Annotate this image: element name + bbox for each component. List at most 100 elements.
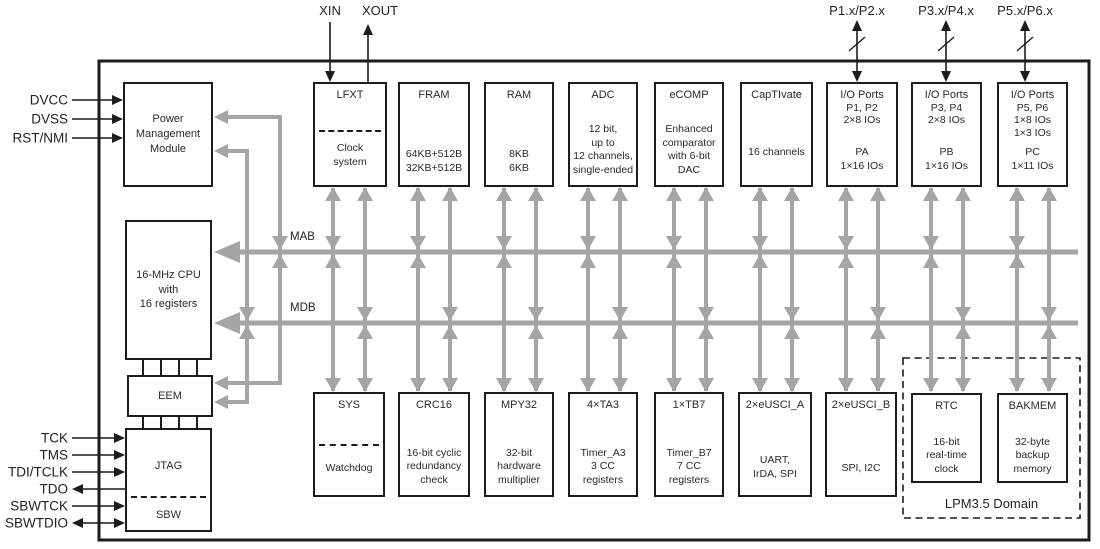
cpu-eem-ties xyxy=(142,360,198,429)
block-timer-b7: 1×TB7 Timer_B7 7 CC registers xyxy=(654,392,724,497)
block-power-management: Power Management Module xyxy=(123,82,213,187)
sbw-label: SBW xyxy=(155,509,182,521)
pin-label-dvss: DVSS xyxy=(31,111,68,127)
pin-label-p5p6: P5.x/P6.x xyxy=(997,3,1053,18)
xin-arrow xyxy=(325,22,335,82)
block-body: Timer_A3 3 CC registers xyxy=(580,446,626,486)
port-p1p2-arrow xyxy=(848,20,866,82)
dashed-divider xyxy=(319,130,381,132)
pin-label-tck: TCK xyxy=(41,430,68,446)
block-eusci-a: 2×eUSCI_A UART, IrDA, SPI xyxy=(738,392,812,497)
block-jtag-sbw: JTAG SBW xyxy=(125,428,212,532)
pin-label-p3p4: P3.x/P4.x xyxy=(918,3,974,18)
block-title: 2×eUSCI_A xyxy=(745,399,805,411)
pin-wiring xyxy=(72,20,1034,528)
to-eem-arrow xyxy=(214,376,228,390)
block-title: I/O Ports xyxy=(840,89,884,101)
mab-bus xyxy=(214,241,1078,263)
block-title: 16-MHz CPU with 16 registers xyxy=(136,268,201,311)
block-title: CRC16 xyxy=(415,399,453,411)
port-p3p4-arrow xyxy=(937,20,955,82)
pin-label-tms: TMS xyxy=(39,447,69,463)
block-ram: RAM 8KB 6KB xyxy=(484,82,554,187)
block-body: 16-bit real-time clock xyxy=(926,435,967,475)
block-captivate: CapTIvate 16 channels xyxy=(740,82,813,187)
block-mpy32: MPY32 32-bit hardware multiplier xyxy=(484,392,554,497)
to-pmm-arrow xyxy=(214,144,228,158)
block-timer-a3: 4×TA3 Timer_A3 3 CC registers xyxy=(568,392,638,497)
block-body: Timer_B7 7 CC registers xyxy=(666,446,712,486)
block-bakmem: BAKMEM 32-byte backup memory xyxy=(997,393,1068,483)
block-io-ports-p3p4: I/O Ports P3, P4 2×8 IOs PB 1×16 IOs xyxy=(911,82,982,187)
block-eem: EEM xyxy=(127,375,213,417)
block-fram: FRAM 64KB+512B 32KB+512B xyxy=(398,82,470,187)
block-body: PB 1×16 IOs xyxy=(925,146,968,172)
block-title: RAM xyxy=(506,89,532,101)
block-body: 16 channels xyxy=(748,145,805,158)
pin-label-tditclk: TDI/TCLK xyxy=(7,464,68,480)
pin-label-xout: XOUT xyxy=(361,3,399,18)
jtag-label: JTAG xyxy=(154,460,183,472)
block-body: Enhanced comparator with 6-bit DAC xyxy=(662,123,716,176)
block-body: 64KB+512B 32KB+512B xyxy=(405,148,463,174)
power-pin-arrows xyxy=(72,95,123,143)
pin-label-tdo: TDO xyxy=(39,481,69,497)
block-body: 16-bit cyclic redundancy check xyxy=(406,446,462,486)
block-body: 32-bit hardware multiplier xyxy=(497,446,541,486)
block-title: Power Management Module xyxy=(135,113,201,155)
block-io-ports-p1p2: I/O Ports P1, P2 2×8 IOs PA 1×16 IOs xyxy=(826,82,898,187)
to-pmm-arrow xyxy=(214,110,228,124)
block-crc16: CRC16 16-bit cyclic redundancy check xyxy=(398,392,470,497)
pin-label-p1p2: P1.x/P2.x xyxy=(829,3,885,18)
pin-label-rstnmi: RST/NMI xyxy=(12,130,69,146)
mab-bus-label: MAB xyxy=(290,231,315,243)
block-rtc: RTC 16-bit real-time clock xyxy=(911,393,982,483)
block-body: 12 bit, up to 12 channels, single-ended xyxy=(572,123,634,176)
block-body: PC 1×11 IOs xyxy=(1011,146,1054,172)
block-title: FRAM xyxy=(418,89,450,101)
pin-label-sbwtdio: SBWTDIO xyxy=(5,515,68,531)
pmm-eem-routing xyxy=(214,110,288,409)
block-body: Clock system xyxy=(333,142,367,168)
block-sys: SYS Watchdog xyxy=(313,392,385,497)
xout-arrow xyxy=(363,24,373,82)
block-title: SYS xyxy=(337,399,360,411)
mdb-to-cpu-arrow xyxy=(214,312,240,334)
block-adc: ADC 12 bit, up to 12 channels, single-en… xyxy=(568,82,638,187)
debug-pin-arrows xyxy=(72,433,125,528)
block-body: SPI, I2C xyxy=(841,461,881,474)
block-body: 32-byte backup memory xyxy=(1013,435,1052,475)
block-title: 2×eUSCI_B xyxy=(831,399,891,411)
block-eusci-b: 2×eUSCI_B SPI, I2C xyxy=(825,392,897,497)
block-body: UART, IrDA, SPI xyxy=(753,454,797,480)
lpm35-domain-outline xyxy=(902,357,1081,519)
port-p5p6-arrow xyxy=(1016,20,1034,82)
block-title: CapTIvate xyxy=(751,89,802,101)
block-body: 8KB 6KB xyxy=(509,148,529,174)
mab-to-cpu-arrow xyxy=(214,241,240,263)
dashed-divider xyxy=(131,496,206,498)
block-title: 4×TA3 xyxy=(587,399,619,411)
block-title: I/O Ports xyxy=(924,89,969,101)
block-title: I/O Ports xyxy=(1010,89,1055,101)
mdb-bus xyxy=(214,312,1078,334)
block-ecomp: eCOMP Enhanced comparator with 6-bit DAC xyxy=(654,82,724,187)
lpm35-domain-label: LPM3.5 Domain xyxy=(944,496,1039,511)
block-body: PA 1×16 IOs xyxy=(840,146,884,172)
block-cpu: 16-MHz CPU with 16 registers xyxy=(125,220,212,360)
block-title: MPY32 xyxy=(500,399,538,411)
device-outline xyxy=(97,59,1091,542)
block-title: ADC xyxy=(591,89,615,101)
block-subtitle: P3, P4 2×8 IOs xyxy=(927,101,966,127)
block-body: Watchdog xyxy=(325,461,373,474)
block-title: 1×TB7 xyxy=(672,399,706,411)
block-lfxt: LFXT Clock system xyxy=(313,82,387,187)
block-title: LFXT xyxy=(336,89,364,101)
pin-label-dvcc: DVCC xyxy=(29,92,68,108)
block-title: RTC xyxy=(935,400,958,412)
block-title: BAKMEM xyxy=(1008,400,1057,412)
block-subtitle: P5, P6 1×8 IOs 1×3 IOs xyxy=(1013,101,1052,139)
block-subtitle: P1, P2 2×8 IOs xyxy=(843,101,881,127)
